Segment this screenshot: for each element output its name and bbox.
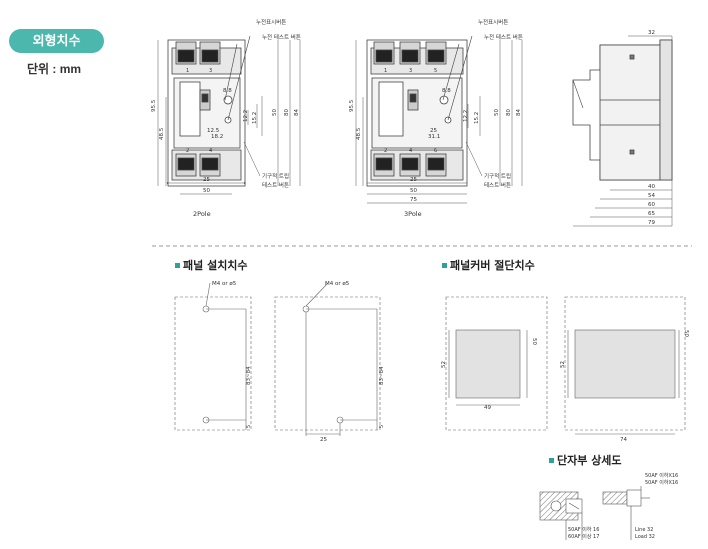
- dim-side-79: 79: [648, 220, 655, 226]
- dim-side-40: 40: [648, 184, 655, 190]
- terminal-2: 2: [186, 148, 189, 154]
- term-right-line2: 50AF 이하X16: [645, 479, 678, 486]
- dim-25-3p: 25: [410, 177, 417, 183]
- dim-83-84-2p: 83~84: [246, 366, 252, 385]
- dim-25-inner-3p: 25: [430, 128, 437, 134]
- term-right-line4: Load 32: [635, 534, 655, 540]
- dim-12-5-2p: 12.5: [207, 128, 220, 134]
- section-badge: 외형치수: [9, 29, 104, 53]
- dim-side-32: 32: [648, 30, 655, 36]
- front-view-3pole: [366, 35, 473, 187]
- unit-label: 단위 : mm: [27, 62, 82, 76]
- dim-48-5-3p: 48.5: [356, 127, 362, 140]
- terminal-3p-5: 5: [434, 68, 437, 74]
- mech-trip-label: 기구적 트립: [262, 172, 289, 180]
- mech-trip-label-3p: 기구적 트립: [484, 172, 511, 180]
- term-left-line1: 50AF 이하 16: [568, 526, 599, 533]
- dim-side-60: 60: [648, 202, 655, 208]
- panel-cut-title: 패널커버 절단치수: [450, 258, 535, 272]
- dim-52-2p: 52: [441, 361, 447, 368]
- bullet-icon: [549, 458, 554, 463]
- dim-15-2-2p: 15.2: [252, 112, 258, 124]
- panel-mount-3p: [274, 282, 381, 436]
- dim-80-2p: 80: [284, 109, 290, 116]
- panel-cut-2p: [445, 296, 548, 431]
- panel-mount-title: 패널 설치치수: [183, 258, 248, 272]
- terminal-4: 4: [209, 148, 212, 154]
- dim-95-5-3p: 95.5: [349, 99, 355, 112]
- dim-84-3p: 84: [516, 109, 522, 116]
- term-right-line1: 50AF 이하X16: [645, 472, 678, 479]
- terminal-3p-4: 4: [409, 148, 412, 154]
- mech-trip-label-2: 테스트 버튼: [262, 181, 289, 189]
- dim-12-2-2p: 12.2: [243, 110, 249, 122]
- leak-indicator-label: 누전표시버튼: [256, 18, 286, 26]
- leak-test-label: 누전 테스트 버튼: [262, 33, 301, 41]
- term-right-line3: Line 32: [635, 527, 653, 533]
- side-view: [572, 39, 673, 181]
- terminal-detail-right: [602, 486, 650, 540]
- hole-label-3p: M4 or ø5: [325, 281, 350, 287]
- dim-84-2p: 84: [294, 109, 300, 116]
- panel-cut-3p: [564, 296, 686, 435]
- dim-8-8-2p: 8.8: [223, 88, 232, 94]
- dim-5-3p: 5: [379, 425, 385, 428]
- dim-74-cut: 74: [620, 437, 627, 443]
- term-left-line2: 60AF 이상 17: [568, 533, 599, 540]
- dim-95-5-2p: 95.5: [151, 99, 157, 112]
- terminal-3p-1: 1: [384, 68, 387, 74]
- terminal-detail-left: [539, 491, 583, 540]
- panel-mount-2p: [174, 282, 252, 431]
- dim-side-65: 65: [648, 211, 655, 217]
- terminal-3p-6: 6: [434, 148, 437, 154]
- dim-50-2p: 50: [272, 109, 278, 116]
- dim-52-3p: 52: [560, 361, 566, 368]
- terminal-3: 3: [209, 68, 212, 74]
- bullet-icon: [175, 263, 180, 268]
- dim-18-2-2p: 18.2: [211, 134, 223, 140]
- dim-50-cut-2p: 50: [531, 338, 537, 345]
- dim-12-2-3p: 12.2: [463, 110, 469, 122]
- hole-label-2p: M4 or ø5: [212, 281, 237, 287]
- dim-25-mount-3p: 25: [320, 437, 327, 443]
- label-2pole: 2Pole: [193, 210, 211, 218]
- dim-side-54: 54: [648, 193, 655, 199]
- dim-80-3p: 80: [506, 109, 512, 116]
- dim-31-1-3p: 31.1: [428, 134, 440, 140]
- leak-test-label-3p: 누전 테스트 버튼: [484, 33, 523, 41]
- dim-50-cut-3p: 50: [683, 330, 689, 337]
- terminal-detail-title: 단자부 상세도: [557, 453, 622, 467]
- dim-49-cut: 49: [484, 405, 491, 411]
- dim-50-3p: 50: [494, 109, 500, 116]
- bullet-icon: [442, 263, 447, 268]
- dim-83-84-3p: 83~84: [379, 366, 385, 385]
- mech-trip-label-3p-2: 테스트 버튼: [484, 181, 511, 189]
- dim-50b-3p: 50: [410, 188, 417, 194]
- front-view-2pole: [167, 35, 251, 187]
- dim-15-2-3p: 15.2: [474, 112, 480, 124]
- dim-50b-2p: 50: [203, 188, 210, 194]
- label-3pole: 3Pole: [404, 210, 422, 218]
- dim-48-5-2p: 48.5: [159, 127, 165, 140]
- leak-indicator-label-3p: 누전표시버튼: [478, 18, 508, 26]
- dim-5-2p: 5: [246, 425, 252, 428]
- terminal-3p-2: 2: [384, 148, 387, 154]
- dim-75-3p: 75: [410, 197, 417, 203]
- terminal-3p-3: 3: [409, 68, 412, 74]
- terminal-1: 1: [186, 68, 189, 74]
- dim-25-2p: 25: [203, 177, 210, 183]
- dim-8-8-3p: 8.8: [442, 88, 451, 94]
